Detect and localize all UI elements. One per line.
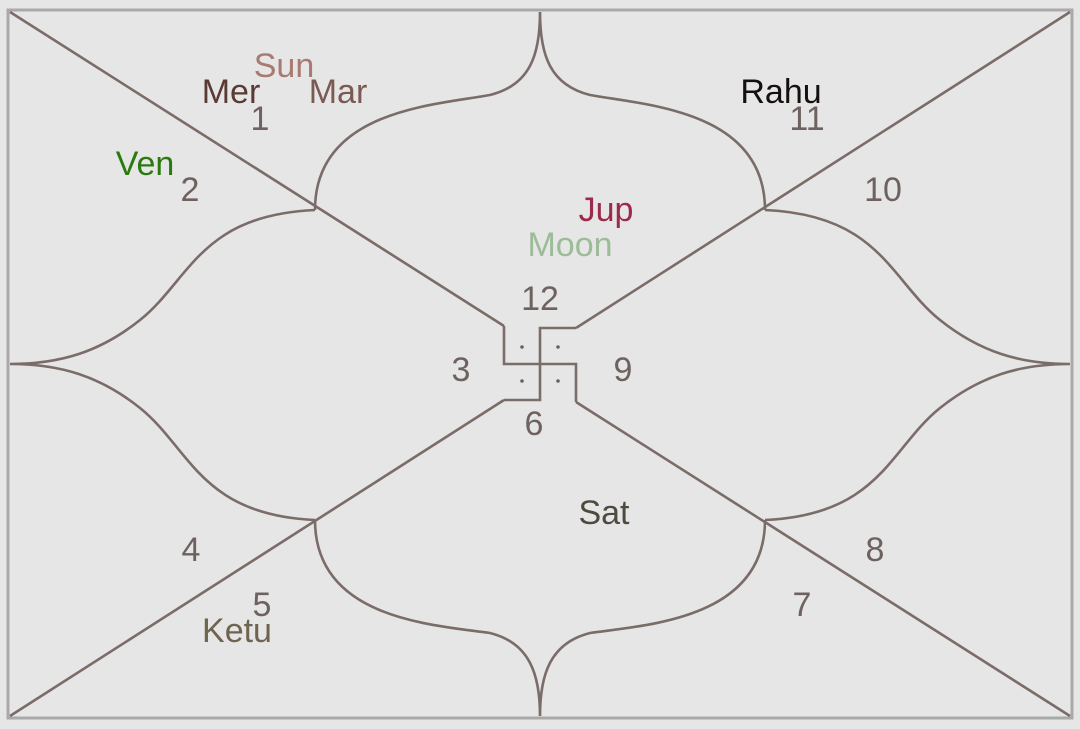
center-hook-right xyxy=(540,362,578,402)
house-number-10: 10 xyxy=(864,171,902,209)
planet-mar: Mar xyxy=(309,73,368,111)
center-hook-bottom xyxy=(504,364,542,402)
center-dot xyxy=(556,379,560,383)
arc-top xyxy=(313,11,767,211)
planet-ven: Ven xyxy=(116,145,175,183)
house-number-9: 9 xyxy=(614,351,633,389)
planet-jup: Jup xyxy=(579,191,634,229)
house-number-11: 11 xyxy=(789,100,824,138)
house-number-12: 12 xyxy=(521,280,559,318)
house-number-8: 8 xyxy=(866,531,885,569)
diagonal-top-left xyxy=(9,10,505,328)
house-number-7: 7 xyxy=(793,586,812,624)
house-number-5: 5 xyxy=(253,586,272,624)
diagonal-top-right xyxy=(575,10,1071,330)
house-number-4: 4 xyxy=(182,531,201,569)
arc-bottom xyxy=(313,519,767,717)
house-number-3: 3 xyxy=(452,351,471,389)
planet-sat: Sat xyxy=(578,494,630,532)
house-number-1: 1 xyxy=(251,100,270,138)
house-number-2: 2 xyxy=(181,171,200,209)
arc-left xyxy=(9,208,316,522)
planet-moon: Moon xyxy=(527,226,612,264)
center-dot xyxy=(556,345,560,349)
center-hook-left xyxy=(502,326,540,366)
planet-sun: Sun xyxy=(254,47,315,85)
planet-mer: Mer xyxy=(202,73,261,111)
diagonal-bottom-right xyxy=(575,400,1071,718)
planet-rahu: Rahu xyxy=(740,73,821,111)
center-hook-top xyxy=(538,326,576,364)
house-number-6: 6 xyxy=(525,405,544,443)
planet-ketu: Ketu xyxy=(202,612,272,650)
center-dot xyxy=(520,345,524,349)
arc-right xyxy=(764,208,1071,522)
center-dot xyxy=(520,379,524,383)
diagonal-bottom-left xyxy=(9,398,505,718)
